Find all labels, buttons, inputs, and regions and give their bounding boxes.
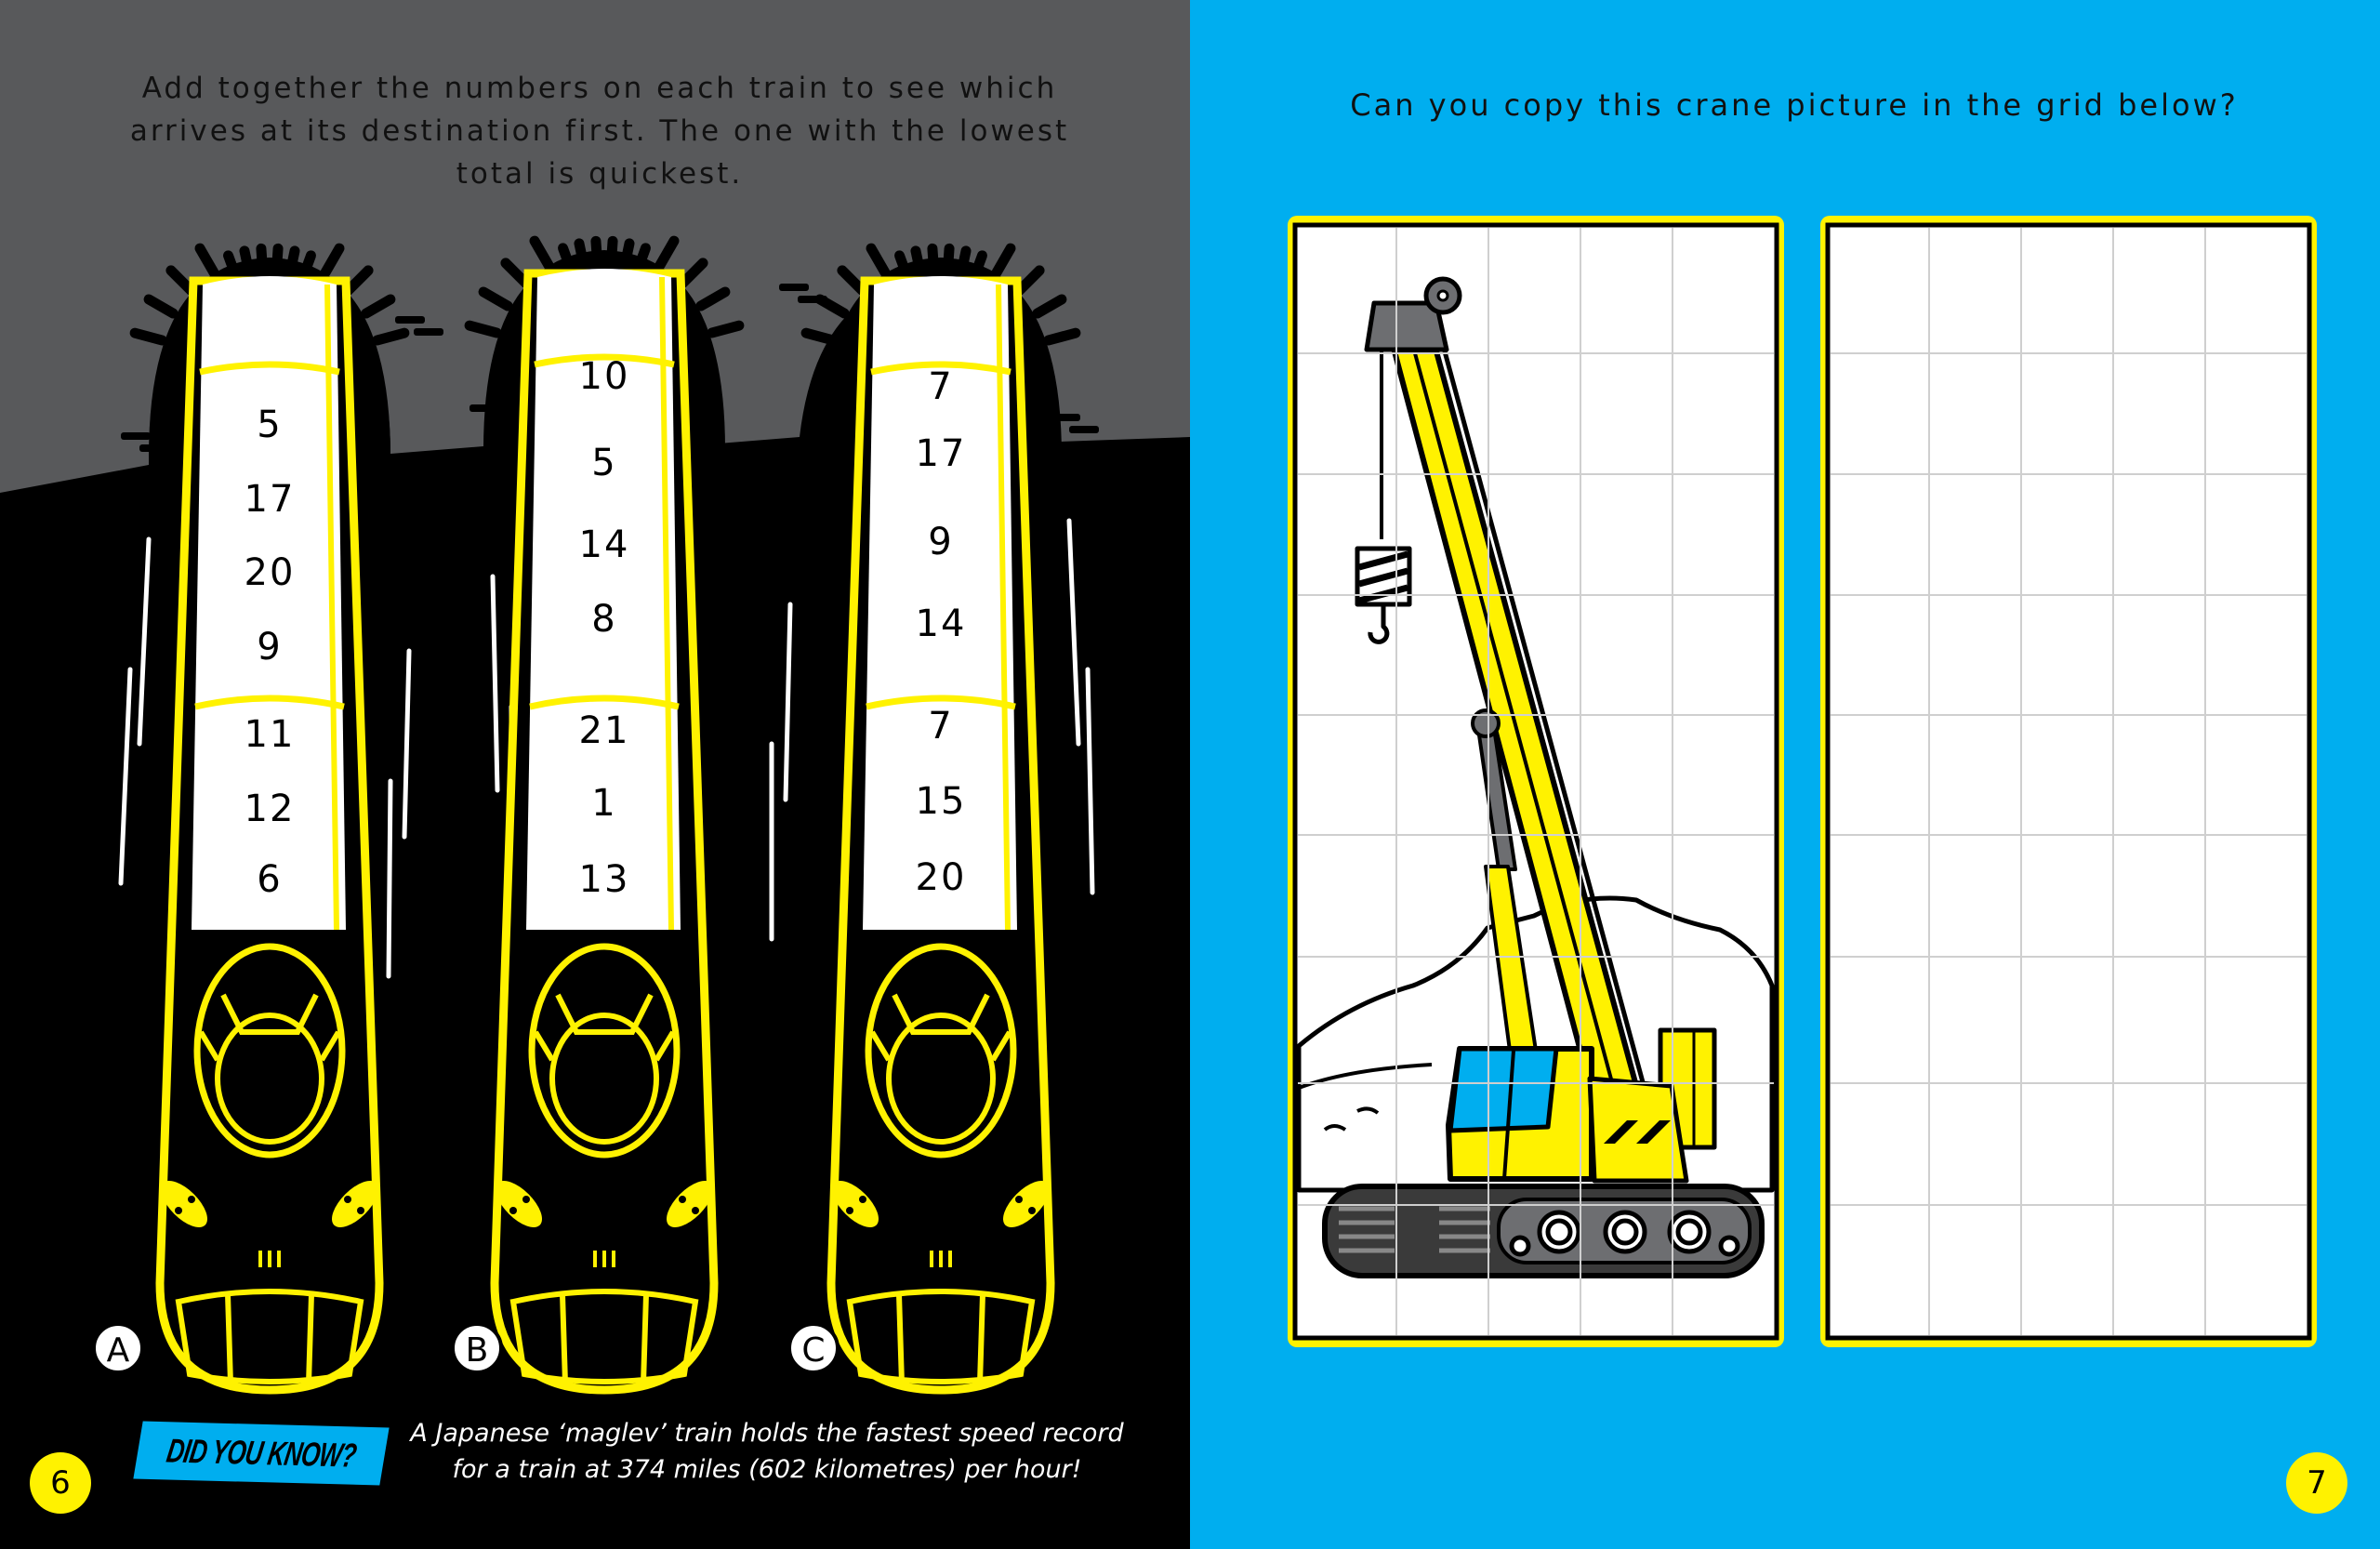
train-headlight bbox=[1003, 1181, 1050, 1227]
train-number: 14 bbox=[579, 523, 630, 566]
train-number-panel bbox=[192, 276, 346, 930]
train-number-panel bbox=[863, 276, 1017, 930]
train-number: 9 bbox=[928, 521, 953, 563]
train-number: 13 bbox=[579, 858, 630, 901]
instructions-line: arrives at its destination first. The on… bbox=[129, 114, 1070, 148]
train-number: 12 bbox=[245, 788, 296, 830]
right-page-title: Can you copy this crane picture in the g… bbox=[1350, 87, 2239, 123]
train-grille bbox=[509, 1289, 699, 1384]
train-number: 11 bbox=[245, 713, 296, 756]
instructions-text: Add together the numbers on each train t… bbox=[93, 67, 1106, 195]
train-number: 5 bbox=[591, 442, 616, 484]
train-c: 7 17 9 14 7 15 20 bbox=[800, 243, 1081, 1395]
train-number: 7 bbox=[928, 705, 953, 748]
train-number: 6 bbox=[257, 858, 282, 901]
train-number: 21 bbox=[579, 709, 630, 752]
did-you-know-label: DID YOU KNOW? bbox=[164, 1431, 359, 1475]
train-grille bbox=[175, 1289, 364, 1384]
train-headlight bbox=[496, 1181, 542, 1227]
page-number-right: 7 bbox=[2286, 1452, 2347, 1514]
train-number: 1 bbox=[591, 782, 616, 825]
did-you-know-badge: DID YOU KNOW? bbox=[133, 1421, 390, 1486]
train-number: 10 bbox=[579, 355, 630, 398]
train-grille bbox=[846, 1289, 1036, 1384]
train-number: 17 bbox=[916, 432, 967, 475]
train-label-a: A bbox=[92, 1322, 144, 1374]
tunnel-rays bbox=[800, 243, 1081, 346]
train-b: 10 5 14 8 21 1 13 bbox=[464, 235, 745, 1395]
fact-line: for a train at 374 miles (602 kilometres… bbox=[452, 1455, 1082, 1484]
train-number: 8 bbox=[591, 598, 616, 641]
fact-text: A Japanese ‘maglev’ train holds the fast… bbox=[409, 1415, 1125, 1488]
train-headlight bbox=[667, 1181, 713, 1227]
train-windscreen bbox=[193, 943, 346, 1158]
train-label-text: A bbox=[107, 1331, 130, 1370]
tunnel-rays bbox=[129, 243, 410, 346]
train-number: 5 bbox=[257, 404, 282, 446]
train-headlight bbox=[832, 1181, 879, 1227]
train-number-panel bbox=[526, 269, 681, 930]
train-label-b: B bbox=[451, 1322, 503, 1374]
train-number: 7 bbox=[928, 365, 953, 408]
train-label-text: B bbox=[466, 1331, 489, 1370]
train-number: 14 bbox=[916, 602, 967, 645]
train-windscreen bbox=[528, 943, 681, 1158]
fact-line: A Japanese ‘maglev’ train holds the fast… bbox=[410, 1419, 1124, 1448]
blank-drawing-grid[interactable] bbox=[1825, 222, 2312, 1341]
train-number: 20 bbox=[245, 551, 296, 594]
train-label-c: C bbox=[787, 1322, 840, 1374]
train-headlight bbox=[332, 1181, 378, 1227]
train-number: 20 bbox=[916, 856, 967, 899]
page-number-left: 6 bbox=[30, 1452, 91, 1514]
train-a: 5 17 20 9 11 12 6 bbox=[129, 243, 410, 1395]
train-headlight bbox=[161, 1181, 207, 1227]
train-label-text: C bbox=[801, 1331, 825, 1370]
tunnel-rays bbox=[464, 235, 745, 338]
train-number: 9 bbox=[257, 626, 282, 669]
instructions-line: total is quickest. bbox=[456, 157, 744, 191]
train-windscreen bbox=[865, 943, 1017, 1158]
train-number: 17 bbox=[245, 478, 296, 521]
instructions-line: Add together the numbers on each train t… bbox=[141, 72, 1058, 105]
hook bbox=[1368, 606, 1390, 644]
train-number: 15 bbox=[916, 780, 967, 823]
